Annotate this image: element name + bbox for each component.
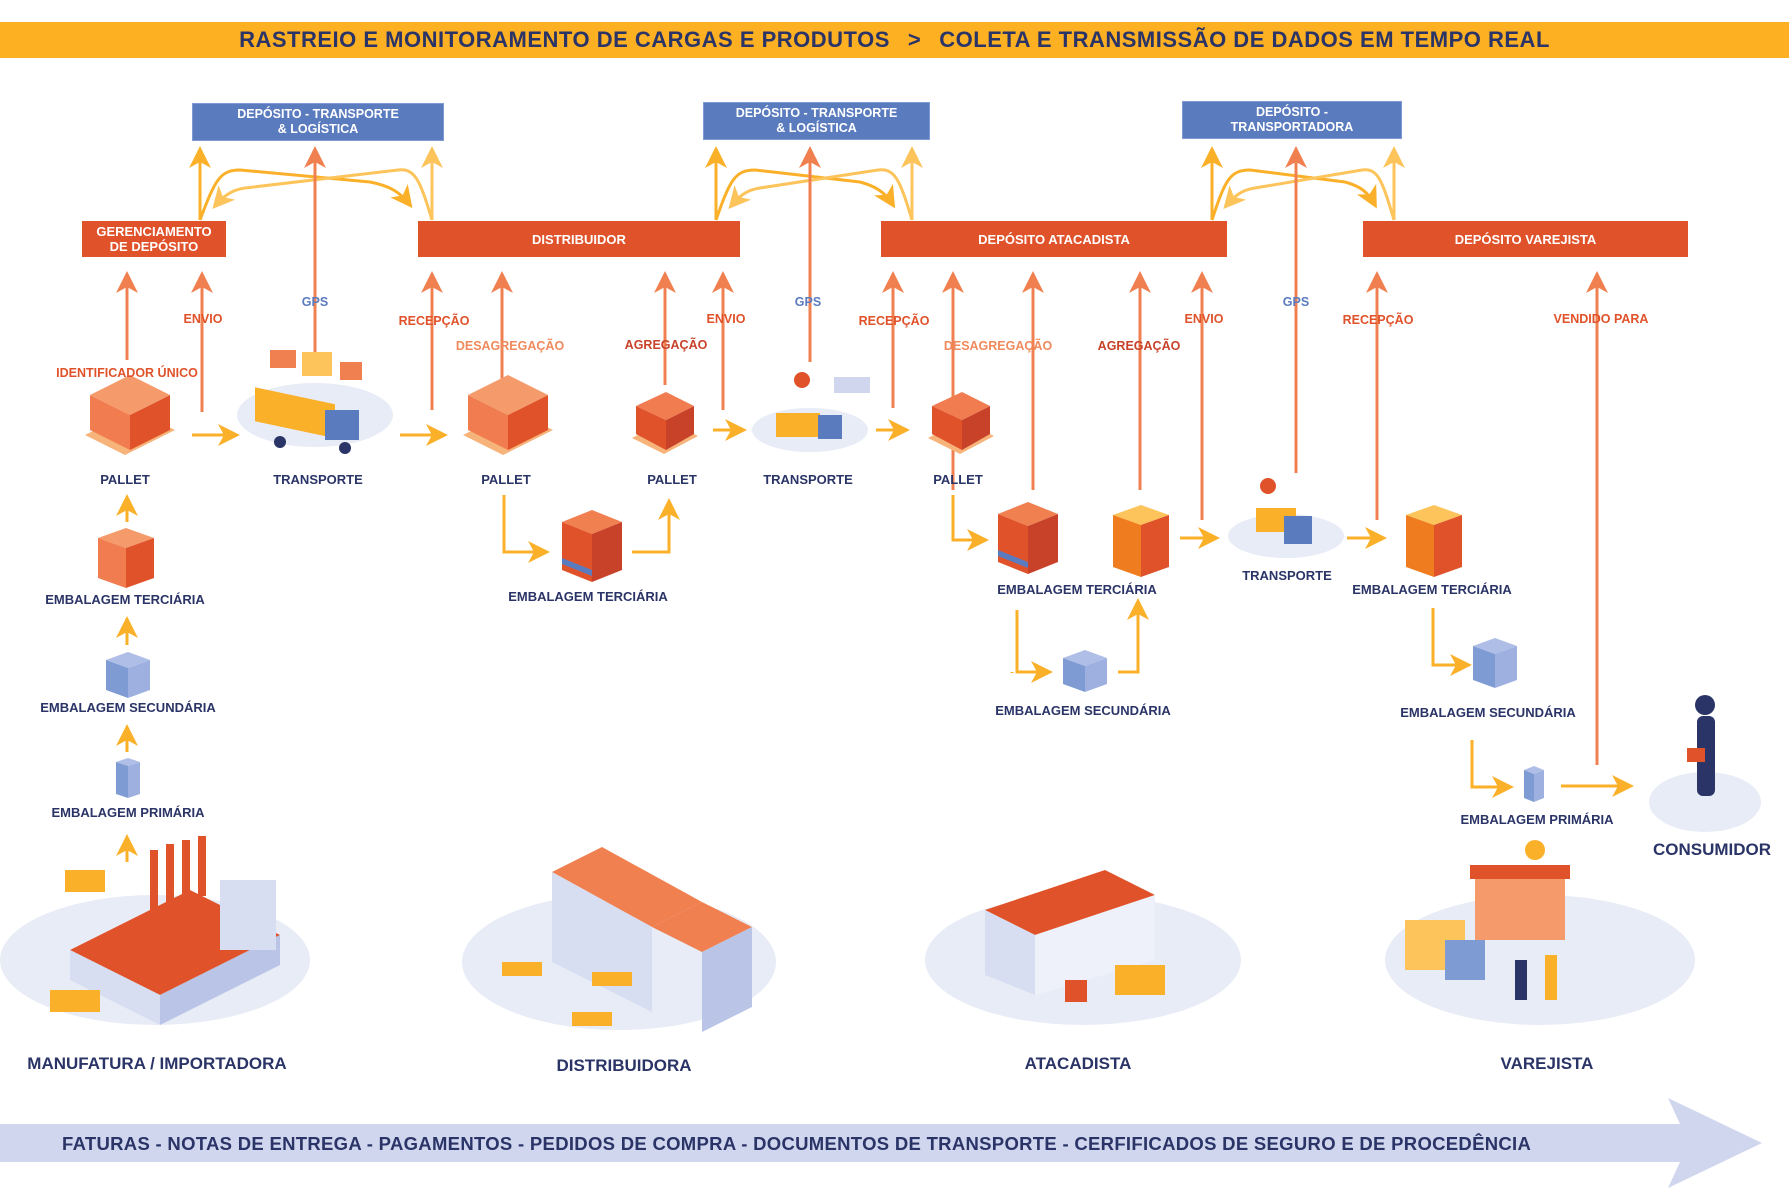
top-banner: RASTREIO E MONITORAMENTO DE CARGAS E PRO…: [0, 22, 1789, 58]
node-label-tertiary: EMBALAGEM TERCIÁRIA: [45, 592, 205, 607]
banner-title-left: RASTREIO E MONITORAMENTO DE CARGAS E PRO…: [239, 27, 890, 52]
primary-package-icon: [116, 758, 140, 798]
location-pin-icon: [794, 372, 810, 388]
banner-separator: >: [907, 27, 922, 52]
truck-gps-icon: [1228, 478, 1344, 558]
event-disaggregation: DESAGREGAÇÃO: [455, 339, 565, 353]
truck-gps-icon: [752, 372, 870, 452]
wholesale-warehouse-icon: [925, 870, 1241, 1025]
node-label-transport: TRANSPORTE: [763, 472, 853, 487]
logistics-box-line2: & LOGÍSTICA: [776, 121, 857, 135]
data-capture-arrows: [116, 271, 1608, 765]
event-aggregation: AGREGAÇÃO: [1097, 339, 1181, 353]
node-label-tertiary: EMBALAGEM TERCIÁRIA: [997, 582, 1157, 597]
node-label-primary: EMBALAGEM PRIMÁRIA: [1460, 812, 1614, 827]
node-label-pallet: PALLET: [100, 472, 150, 487]
facility-label-manufacturing: MANUFATURA / IMPORTADORA: [27, 1054, 287, 1073]
pallet-icon: [632, 392, 698, 454]
logistics-exchange-arrows-2: [705, 146, 923, 362]
logistics-box-line1: DEPÓSITO - TRANSPORTE: [237, 107, 399, 121]
system-box-retail-warehouse: DEPÓSITO VAREJISTA: [1363, 221, 1688, 257]
system-box-line2: DE DEPÓSITO: [109, 239, 199, 254]
node-label-transport: TRANSPORTE: [273, 472, 363, 487]
pallet-icon: [85, 375, 175, 455]
event-disaggregation: DESAGREGAÇÃO: [943, 339, 1053, 353]
logistics-box-line2: TRANSPORTADORA: [1230, 120, 1354, 134]
location-pin-icon: [1260, 478, 1276, 494]
event-gps: GPS: [301, 295, 329, 309]
consumer-icon: [1649, 695, 1761, 832]
event-shipping: ENVIO: [1184, 312, 1224, 326]
product-flow-arrows: [116, 419, 1634, 862]
factory-icon: [0, 836, 310, 1025]
node-label-tertiary: EMBALAGEM TERCIÁRIA: [1352, 582, 1512, 597]
event-shipping: ENVIO: [706, 312, 746, 326]
secondary-package-icon: [1063, 650, 1107, 692]
banner-title-right: COLETA E TRANSMISSÃO DE DADOS EM TEMPO R…: [939, 27, 1550, 52]
consumer-label: CONSUMIDOR: [1652, 840, 1772, 859]
node-label-transport: TRANSPORTE: [1242, 568, 1332, 583]
event-sold-to: VENDIDO PARA: [1553, 312, 1649, 326]
carton-box-icon: [1406, 505, 1462, 577]
event-unique-id: IDENTIFICADOR ÚNICO: [56, 366, 198, 380]
tertiary-package-icon: [98, 528, 154, 588]
carton-box-icon: [1113, 505, 1169, 577]
node-label-tertiary: EMBALAGEM TERCIÁRIA: [508, 589, 668, 604]
logistics-box-line1: DEPÓSITO -: [1255, 105, 1328, 119]
logistics-box-line2: & LOGÍSTICA: [277, 122, 359, 136]
documents-flow-arrow: [0, 1098, 1762, 1188]
node-label-pallet: PALLET: [933, 472, 983, 487]
check-badge-icon: [1525, 840, 1545, 860]
event-reception: RECEPÇÃO: [398, 314, 470, 328]
system-box-line1: DEPÓSITO VAREJISTA: [1454, 231, 1597, 247]
event-shipping: ENVIO: [183, 312, 223, 326]
event-aggregation: AGREGAÇÃO: [624, 338, 708, 352]
pallet-icon: [928, 392, 994, 454]
system-box-line1: GERENCIAMENTO: [96, 224, 212, 239]
rfid-tag-icon: [270, 350, 296, 368]
tertiary-package-icon: [998, 502, 1058, 574]
system-box-line1: DISTRIBUIDOR: [532, 231, 626, 247]
primary-package-icon: [1524, 766, 1544, 802]
shopping-basket-icon: [1687, 748, 1705, 762]
event-gps: GPS: [794, 295, 822, 309]
event-gps: GPS: [1282, 295, 1310, 309]
node-label-pallet: PALLET: [647, 472, 697, 487]
logistics-exchange-arrows-1: [189, 146, 443, 352]
event-reception: RECEPÇÃO: [858, 314, 930, 328]
distribution-center-icon: [462, 847, 776, 1032]
rfid-tag-icon: [340, 362, 362, 380]
pallet-icon: [463, 375, 553, 455]
map-icon: [302, 352, 332, 376]
logistics-exchange-arrows-3: [1201, 146, 1405, 473]
node-label-secondary: EMBALAGEM SECUNDÁRIA: [995, 703, 1171, 718]
truck-icon: [237, 350, 393, 454]
node-label-pallet: PALLET: [481, 472, 531, 487]
facility-label-wholesaler: ATACADISTA: [1024, 1054, 1132, 1073]
secondary-package-icon: [106, 652, 150, 698]
system-box-line1: DEPÓSITO ATACADISTA: [978, 231, 1130, 247]
node-label-secondary: EMBALAGEM SECUNDÁRIA: [40, 700, 216, 715]
system-box-wholesale-warehouse: DEPÓSITO ATACADISTA: [881, 221, 1227, 257]
facility-label-retailer: VAREJISTA: [1500, 1054, 1594, 1073]
facility-label-distributor: DISTRIBUIDORA: [556, 1056, 692, 1075]
logistics-box-1: DEPÓSITO - TRANSPORTE& LOGÍSTICA: [192, 103, 444, 141]
logistics-box-3: DEPÓSITO -TRANSPORTADORA: [1182, 101, 1402, 139]
event-reception: RECEPÇÃO: [1342, 313, 1414, 327]
system-box-distributor: DISTRIBUIDOR: [418, 221, 740, 257]
node-label-primary: EMBALAGEM PRIMÁRIA: [51, 805, 205, 820]
documents-flow-text: FATURAS - NOTAS DE ENTREGA - PAGAMENTOS …: [62, 1133, 1532, 1154]
retail-store-icon: [1385, 840, 1695, 1025]
tertiary-package-icon: [562, 510, 622, 582]
node-label-secondary: EMBALAGEM SECUNDÁRIA: [1400, 705, 1576, 720]
logistics-box-2: DEPÓSITO - TRANSPORTE& LOGÍSTICA: [703, 102, 930, 140]
secondary-package-icon: [1473, 638, 1517, 688]
logistics-box-line1: DEPÓSITO - TRANSPORTE: [735, 106, 898, 120]
